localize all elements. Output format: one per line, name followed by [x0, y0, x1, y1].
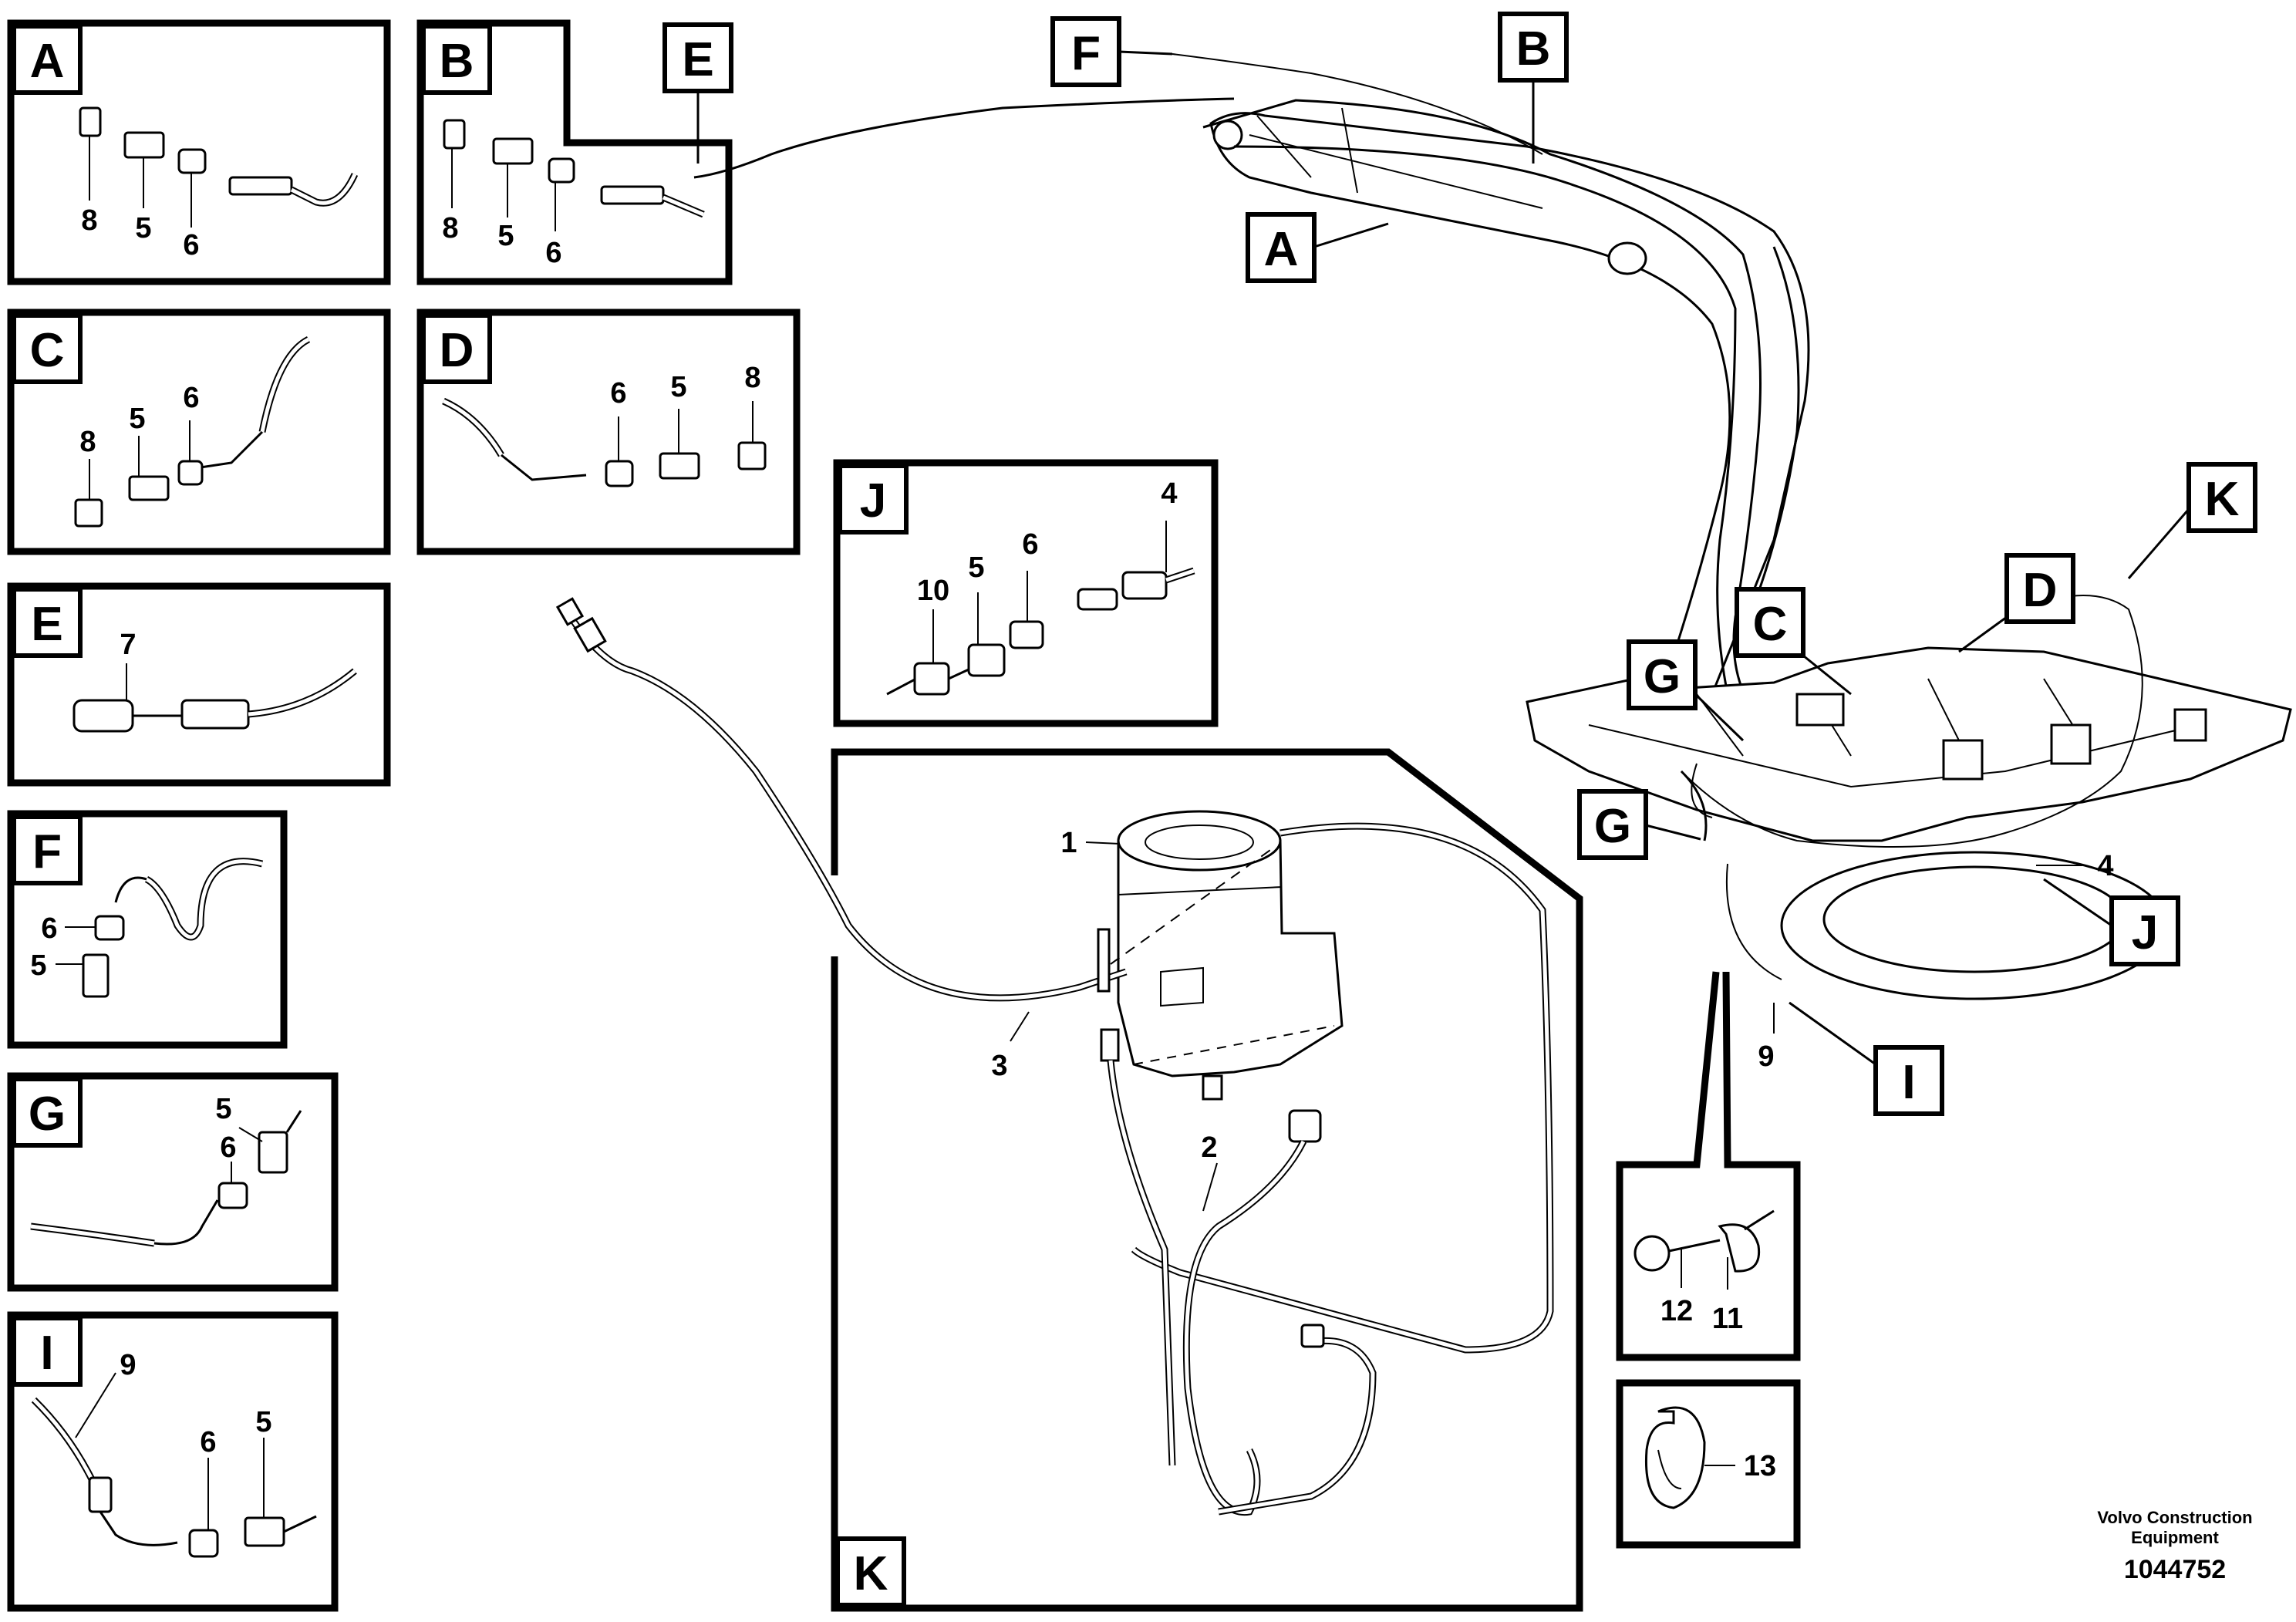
- callout-5: 5: [670, 371, 686, 403]
- detail-panel-j: J 10 5 6 4: [833, 459, 1219, 727]
- panel-c-tag: C: [30, 324, 65, 377]
- panel-e-tag: E: [31, 598, 62, 651]
- overview-tag-c: C: [1735, 587, 1852, 696]
- callout-8: 8: [744, 362, 760, 394]
- callout-8: 8: [81, 204, 97, 237]
- detail-panel-g: G 6 5: [7, 1072, 339, 1292]
- panel-k-tag: K: [854, 1547, 888, 1600]
- svg-text:D: D: [2023, 564, 2058, 617]
- callout-6: 6: [610, 377, 626, 410]
- callout-6: 6: [200, 1426, 216, 1458]
- brand-line-2: Equipment: [2131, 1528, 2219, 1547]
- detail-panel-c: C 8 5 6: [7, 309, 391, 555]
- detail-panel-e: E 7: [7, 582, 391, 787]
- detail-panel-b: B 8 5 6: [416, 19, 733, 285]
- strap-detail-panel: 13: [1616, 1379, 1801, 1549]
- callout-8: 8: [442, 212, 458, 244]
- overview-tag-a: A: [1246, 212, 1389, 283]
- detail-panel-i: I 9 6 5: [7, 1311, 339, 1612]
- panel-j-tag: J: [860, 474, 886, 528]
- detail-panel-f: F 6 5: [7, 810, 288, 1049]
- callout-5: 5: [215, 1093, 231, 1125]
- callout-5: 5: [30, 949, 46, 982]
- panel-b-tag: B: [440, 35, 474, 88]
- callout-6: 6: [41, 912, 57, 945]
- svg-text:K: K: [2205, 473, 2240, 526]
- svg-text:A: A: [1264, 223, 1299, 276]
- svg-text:G: G: [1594, 800, 1631, 853]
- panel-i-tag: I: [40, 1327, 53, 1380]
- callout-10: 10: [917, 575, 949, 607]
- callout-6: 6: [1022, 528, 1038, 561]
- clamp-detail-panel: 12 11: [1616, 971, 1801, 1361]
- callout-5: 5: [135, 212, 151, 244]
- svg-text:G: G: [1644, 650, 1681, 703]
- overview-tag-e: E: [663, 22, 733, 164]
- callout-6: 6: [220, 1131, 236, 1164]
- callout-4: 4: [1161, 477, 1177, 510]
- callout-9: 9: [120, 1349, 136, 1381]
- callout-3: 3: [991, 1050, 1007, 1082]
- panel-g-tag: G: [29, 1088, 66, 1141]
- callout-8: 8: [79, 426, 96, 458]
- callout-1: 1: [1060, 827, 1077, 859]
- callout-5: 5: [255, 1406, 271, 1438]
- brand-line-1: Volvo Construction: [2097, 1508, 2253, 1527]
- callout-13: 13: [1744, 1450, 1776, 1482]
- callout-6: 6: [183, 229, 199, 261]
- svg-text:F: F: [1071, 27, 1101, 80]
- callout-2: 2: [1201, 1131, 1217, 1164]
- svg-text:J: J: [2132, 906, 2158, 959]
- detail-panel-d: D 6 5 8: [416, 309, 801, 555]
- svg-text:E: E: [682, 33, 713, 86]
- overview-tag-f: F: [1050, 16, 1173, 87]
- callout-7: 7: [120, 629, 136, 661]
- overview-tag-d: D: [1958, 553, 2075, 653]
- lubrication-pump: [1110, 810, 1344, 1101]
- callout-5: 5: [968, 551, 984, 584]
- overview-tag-j: J: [2043, 878, 2180, 966]
- callout-12: 12: [1660, 1295, 1693, 1327]
- overview-tag-i: I: [1789, 1001, 1944, 1116]
- brand-caption: Volvo Construction Equipment 1044752: [2067, 1508, 2283, 1587]
- svg-text:B: B: [1516, 22, 1551, 76]
- overview-tag-g-lower: G: [1577, 789, 1701, 860]
- panel-f-tag: F: [32, 825, 62, 878]
- drawing-number: 1044752: [2123, 1555, 2227, 1584]
- callout-6: 6: [183, 382, 199, 414]
- svg-text:I: I: [1902, 1056, 1915, 1109]
- callout-11: 11: [1712, 1303, 1743, 1335]
- callout-6: 6: [545, 237, 561, 269]
- panel-d-tag: D: [440, 324, 474, 377]
- panel-a-tag: A: [30, 35, 65, 88]
- overview-tag-b: B: [1498, 12, 1569, 164]
- overview-tag-k: K: [2127, 462, 2257, 579]
- detail-panel-a: A 8 5 6: [7, 19, 391, 285]
- callout-5: 5: [129, 403, 145, 435]
- overview-tag-g-upper: G: [1627, 639, 1745, 742]
- machine-overview: [693, 53, 2292, 1000]
- svg-text:C: C: [1753, 598, 1788, 651]
- detail-panel-k: K 1: [555, 597, 1583, 1612]
- callout-9: 9: [1758, 1040, 1774, 1073]
- callout-5: 5: [497, 220, 514, 252]
- callout-4: 4: [2097, 850, 2113, 882]
